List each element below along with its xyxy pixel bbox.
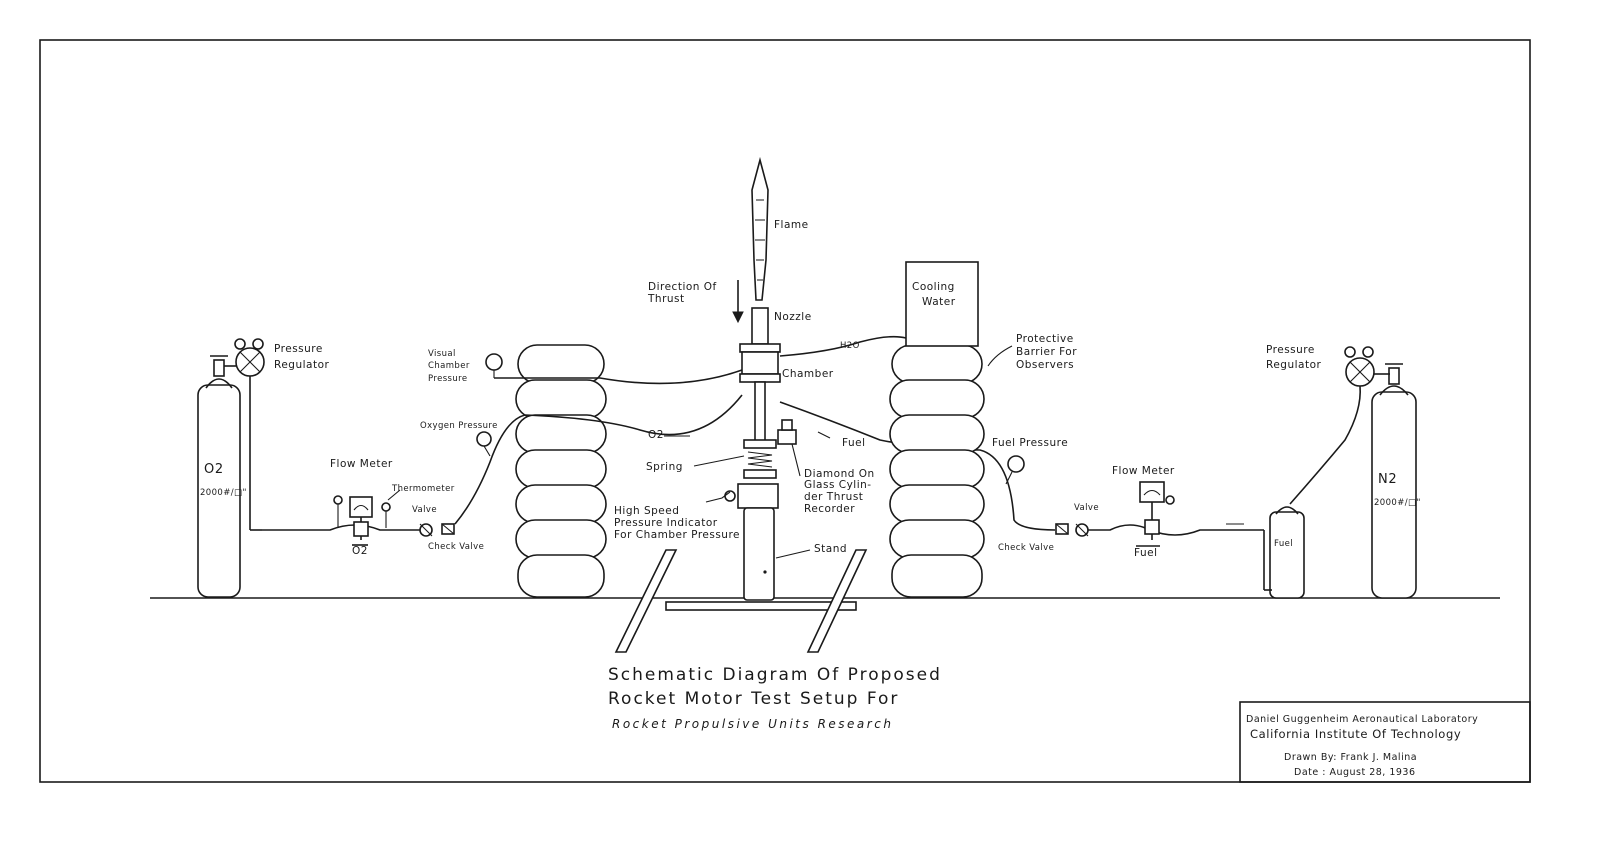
valve-right-label: Valve	[1074, 503, 1099, 513]
valve-left-label: Valve	[412, 505, 437, 515]
fuel-under-meter-label: Fuel	[1134, 547, 1158, 559]
title-block	[1239, 701, 1531, 783]
flow-meter-left-label: Flow Meter	[330, 458, 393, 470]
flame-label: Flame	[774, 219, 809, 231]
h2o-label: H2O	[840, 341, 860, 351]
check-valve-left-label: Check Valve	[428, 542, 484, 552]
nozzle	[751, 307, 769, 345]
valve-right	[1075, 523, 1089, 537]
o2-under-meter-label: O2	[352, 545, 368, 557]
visual-chamber-pressure-label-3: Pressure	[428, 374, 468, 384]
fuel-pressure-gauge	[1005, 455, 1025, 485]
high-speed-label-3: For Chamber Pressure	[614, 529, 740, 541]
pressure-regulator-right	[1344, 346, 1390, 387]
stand-label: Stand	[814, 543, 847, 555]
thermometer	[381, 489, 401, 528]
pressure-indicator	[705, 483, 779, 509]
direction-of-thrust-arrow	[732, 280, 744, 324]
fuel-pressure-label: Fuel Pressure	[992, 437, 1068, 449]
visual-chamber-pressure-gauge	[485, 353, 503, 378]
visual-pressure-line	[494, 369, 743, 385]
nitrogen-line	[1289, 385, 1362, 505]
svg-text:O2: O2	[204, 462, 224, 477]
check-valve-left	[441, 523, 455, 535]
protective-barrier-left	[515, 344, 607, 598]
n2-cylinder-label: N2	[1378, 472, 1397, 487]
flame	[751, 156, 769, 301]
pressure-regulator-left-label-2: Regulator	[274, 359, 329, 371]
cooling-water-label-1: Cooling	[912, 281, 955, 293]
nozzle-label: Nozzle	[774, 311, 812, 323]
nitrogen-cylinder	[1371, 363, 1417, 599]
protective-barrier-label-3: Observers	[1016, 359, 1074, 371]
pressure-regulator-right-label-2: Regulator	[1266, 359, 1321, 371]
flow-meter-right	[1139, 481, 1175, 540]
spring	[743, 419, 797, 479]
title-block-line-4: Date : August 28, 1936	[1294, 767, 1416, 778]
high-speed-label-1: High Speed	[614, 505, 679, 517]
flow-meter-left	[333, 495, 373, 540]
diamond-label-1: Diamond On	[804, 468, 875, 480]
diagram-title-line-3: Rocket Propulsive Units Research	[612, 717, 893, 731]
protective-barrier-label-1: Protective	[1016, 333, 1074, 345]
valve-left	[419, 523, 433, 537]
oxygen-line-to-chamber	[524, 394, 743, 436]
check-valve-right-label: Check Valve	[998, 543, 1054, 553]
diamond-label-3: der Thrust	[804, 491, 863, 503]
thermometer-label: Thermometer	[391, 484, 455, 494]
chamber-label: Chamber	[782, 368, 834, 380]
protective-barrier-right	[889, 344, 985, 598]
cooling-water-line	[779, 335, 907, 357]
pressure-regulator-left-label-1: Pressure	[274, 343, 323, 355]
spring-label: Spring	[646, 461, 683, 473]
diamond-label-4: Recorder	[804, 503, 855, 515]
n2-cylinder-pressure-label: 2000#/□"	[1374, 498, 1421, 508]
title-block-line-1: Daniel Guggenheim Aeronautical Laborator…	[1246, 714, 1478, 725]
pressure-regulator-right-label-1: Pressure	[1266, 344, 1315, 356]
check-valve-right	[1055, 523, 1069, 535]
drawing-border	[39, 39, 1531, 783]
visual-chamber-pressure-label-1: Visual	[428, 349, 456, 359]
diagram-title-line-1: Schematic Diagram Of Proposed	[608, 665, 942, 685]
o2-line-label: O2	[648, 429, 664, 441]
cooling-water-tank	[905, 261, 979, 347]
diagram-title-line-2: Rocket Motor Test Setup For	[608, 689, 899, 709]
pressure-regulator-left	[224, 338, 265, 531]
cooling-water-label-2: Water	[922, 296, 956, 308]
test-stand	[614, 507, 868, 653]
flow-meter-right-label: Flow Meter	[1112, 465, 1175, 477]
svg-text:2000#/□": 2000#/□"	[200, 488, 247, 498]
oxygen-pressure-label: Oxygen Pressure	[420, 421, 498, 431]
oxygen-pressure-gauge	[476, 431, 492, 457]
title-block-line-3: Drawn By: Frank J. Malina	[1284, 752, 1417, 763]
title-block-line-2: California Institute Of Technology	[1250, 727, 1461, 741]
direction-of-thrust-label-1: Direction Of	[648, 281, 717, 293]
combustion-chamber	[739, 343, 781, 443]
fuel-tank-label: Fuel	[1274, 539, 1293, 549]
high-speed-label-2: Pressure Indicator	[614, 517, 718, 529]
fuel-line-label: Fuel	[842, 437, 866, 449]
protective-barrier-label-2: Barrier For	[1016, 346, 1077, 358]
fuel-feed-line	[1088, 524, 1264, 536]
fuel-tank	[1263, 506, 1305, 599]
direction-of-thrust-label-2: Thrust	[647, 293, 685, 305]
diamond-label-2: Glass Cylin-	[804, 479, 872, 491]
oxygen-cylinder: O2 2000#/□"	[197, 355, 247, 598]
visual-chamber-pressure-label-2: Chamber	[428, 361, 470, 371]
